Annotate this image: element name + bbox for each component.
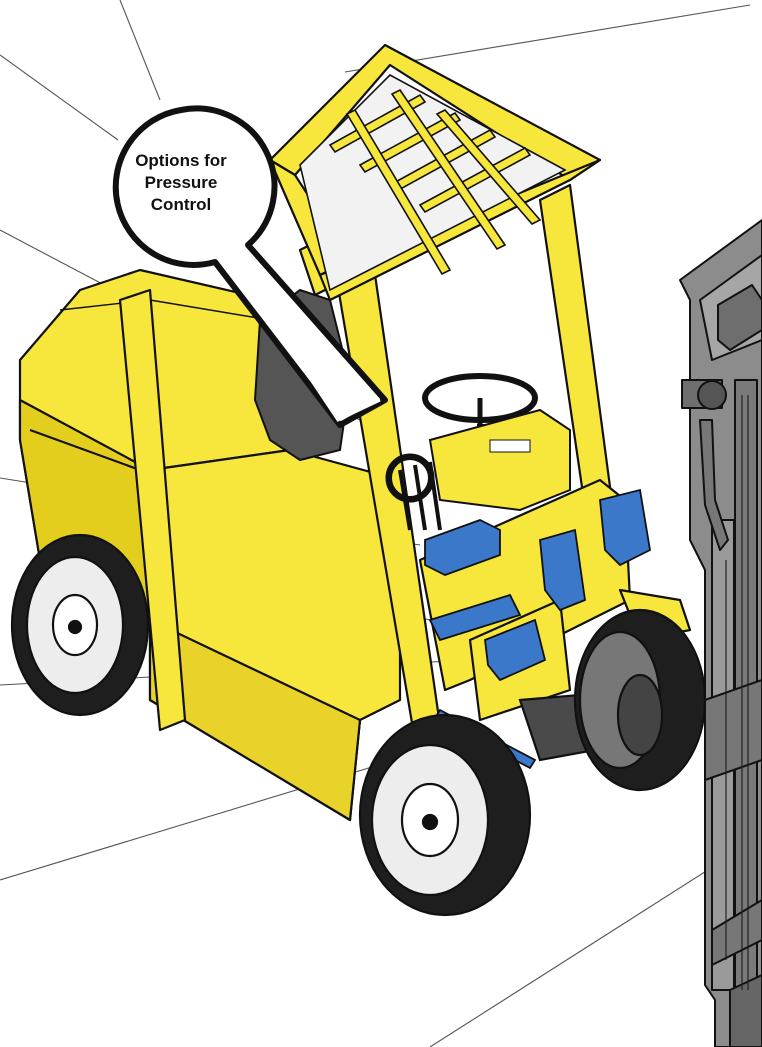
callout-line-2: Pressure bbox=[110, 172, 252, 194]
front-wheel bbox=[360, 715, 530, 915]
callout-line-3: Control bbox=[110, 194, 252, 216]
mast bbox=[680, 220, 762, 1047]
callout-line-1: Options for bbox=[110, 150, 252, 172]
rear-wheel bbox=[12, 535, 148, 715]
callout-label: Options for Pressure Control bbox=[110, 150, 252, 216]
pressure-control-valve bbox=[600, 490, 650, 565]
drive-wheel-far bbox=[575, 610, 705, 790]
dash-label bbox=[490, 440, 530, 452]
dash-console bbox=[430, 410, 570, 510]
